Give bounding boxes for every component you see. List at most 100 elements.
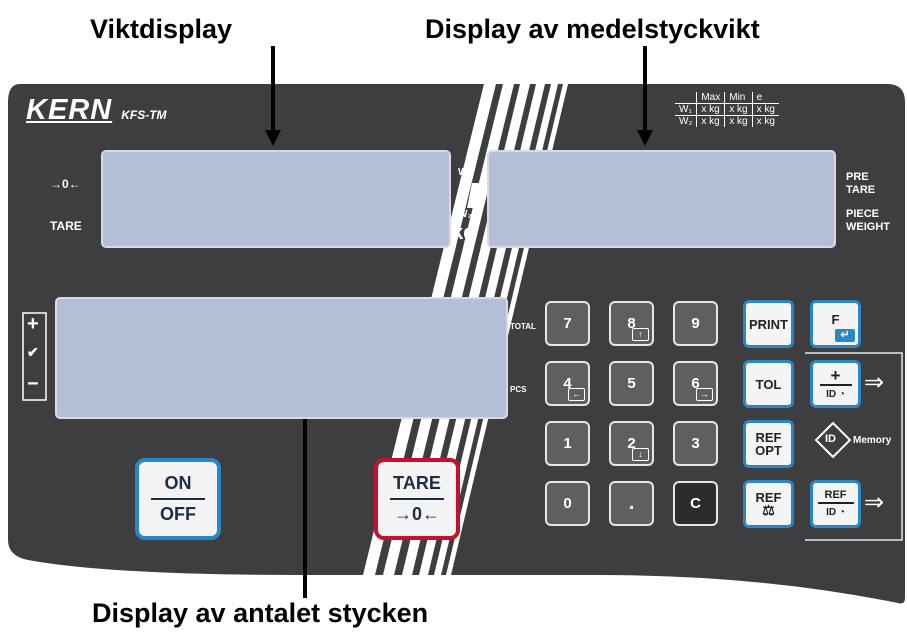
key-label: 8	[627, 315, 636, 332]
brand-logo: KERN KFS-TM	[26, 94, 167, 127]
key-label: C	[690, 495, 701, 512]
tare-zero-button[interactable]: TARE →0←	[374, 458, 460, 540]
piece-weight-display	[487, 150, 836, 248]
arrow-piece-shaft	[643, 46, 647, 132]
right-arrow-icon: →	[696, 388, 713, 401]
print-label: PRINT	[749, 316, 788, 332]
key-label: .	[628, 492, 635, 514]
up-arrow-icon: ↑	[632, 328, 649, 341]
zero-label: →0←	[393, 504, 440, 524]
spec-cell: x kg	[751, 103, 779, 116]
tare-zero-divider	[390, 498, 444, 500]
left-arrow-icon: ←	[568, 388, 585, 401]
minus-indicator: −	[27, 373, 39, 395]
key-8[interactable]: 8↑	[609, 301, 654, 346]
key-4[interactable]: 4←	[545, 361, 590, 406]
on-off-divider	[151, 498, 205, 500]
weight-icon: ⚖	[762, 502, 775, 518]
total-label: TOTAL	[510, 322, 536, 331]
check-indicator: ✔	[27, 344, 39, 360]
spec-cell: W₁	[675, 103, 697, 116]
tol-button[interactable]: TOL	[743, 360, 794, 408]
brand-name: KERN	[26, 94, 113, 126]
f-enter-button[interactable]: F ↵	[810, 300, 861, 348]
on-off-button[interactable]: ON OFF	[135, 458, 221, 540]
spec-table: Max Min e W₁ x kg x kg x kg W₂ x kg x kg…	[675, 92, 779, 127]
arrow-weight-head	[265, 130, 281, 146]
ref-dots-label: REF	[817, 489, 854, 504]
callout-count-display: Display av antalet stycken	[92, 598, 429, 628]
callout-weight-display: Viktdisplay	[90, 14, 233, 44]
ref-opt-button[interactable]: REF OPT	[743, 420, 794, 468]
key-label: 4	[563, 375, 572, 392]
key-label: 6	[691, 375, 700, 392]
key-decimal[interactable]: .	[609, 481, 654, 526]
w1-label: W₁	[458, 167, 472, 178]
key-3[interactable]: 3	[673, 421, 718, 466]
memory-out-arrow-icon: ⇒	[864, 489, 885, 516]
spec-cell: x kg	[724, 103, 753, 116]
id-memory-id: ID	[825, 433, 836, 445]
memory-bracket	[805, 352, 903, 541]
f-label: F	[831, 312, 840, 327]
key-0[interactable]: 0	[545, 481, 590, 526]
memory-label: Memory	[853, 435, 892, 446]
key-2[interactable]: 2↓	[609, 421, 654, 466]
id-clock-label: ID ◔	[826, 507, 845, 518]
key-label: 0	[563, 495, 572, 512]
off-label: OFF	[160, 504, 196, 524]
arrow-count-shaft	[303, 402, 307, 598]
key-label: 5	[627, 375, 636, 392]
key-5[interactable]: 5	[609, 361, 654, 406]
enter-icon: ↵	[835, 329, 855, 342]
arrow-weight-shaft	[271, 46, 275, 132]
key-6[interactable]: 6→	[673, 361, 718, 406]
ref-weight-label: REF	[755, 490, 782, 505]
key-label: 7	[563, 315, 572, 332]
key-label: 9	[691, 315, 700, 332]
unit-label: kg	[452, 222, 476, 244]
piece-weight-label: PIECE WEIGHT	[846, 208, 890, 233]
spec-header-blank	[675, 92, 697, 104]
down-arrow-icon: ↓	[632, 448, 649, 461]
key-label: 1	[563, 435, 572, 452]
key-7[interactable]: 7	[545, 301, 590, 346]
key-label: 3	[691, 435, 700, 452]
spec-cell: x kg	[724, 115, 753, 127]
key-label: 2	[627, 435, 636, 452]
tol-label: TOL	[755, 376, 782, 392]
pretare-label: PRE TARE	[846, 171, 876, 196]
memory-in-arrow-icon: ⇒	[864, 369, 885, 396]
spec-cell: x kg	[696, 115, 725, 127]
range-indicator	[467, 183, 485, 208]
ref-weight-button[interactable]: REF ⚖	[743, 480, 794, 528]
key-9[interactable]: 9	[673, 301, 718, 346]
pcs-label: PCS	[510, 385, 527, 394]
weight-display	[101, 150, 451, 248]
plus-indicator: +	[27, 313, 39, 335]
arrow-piece-head	[637, 130, 653, 146]
spec-header-e: e	[751, 92, 779, 104]
model-name: KFS-TM	[121, 108, 167, 122]
key-1[interactable]: 1	[545, 421, 590, 466]
ref-label: REF	[755, 430, 782, 445]
plus-label: +	[819, 367, 852, 386]
tare-indicator-label: TARE	[50, 219, 82, 233]
count-display	[55, 297, 508, 419]
ref-id-button[interactable]: REF ID ◔	[810, 480, 861, 528]
tare-label: TARE	[393, 473, 441, 493]
spec-cell: x kg	[751, 115, 779, 127]
zero-indicator-label: →0←	[50, 177, 81, 191]
w2-label: W₂	[458, 209, 472, 220]
indicator-box	[22, 312, 47, 401]
key-clear[interactable]: C	[673, 481, 718, 526]
print-button[interactable]: PRINT	[743, 300, 794, 348]
opt-label: OPT	[755, 443, 782, 458]
spec-cell: x kg	[696, 103, 725, 116]
plus-id-button[interactable]: + ID ◔	[810, 360, 861, 408]
spec-header-max: Max	[696, 92, 725, 104]
id-clock-label: ID ◔	[826, 389, 845, 400]
spec-cell: W₂	[679, 116, 693, 127]
spec-header-min: Min	[724, 92, 753, 104]
on-label: ON	[164, 473, 192, 493]
